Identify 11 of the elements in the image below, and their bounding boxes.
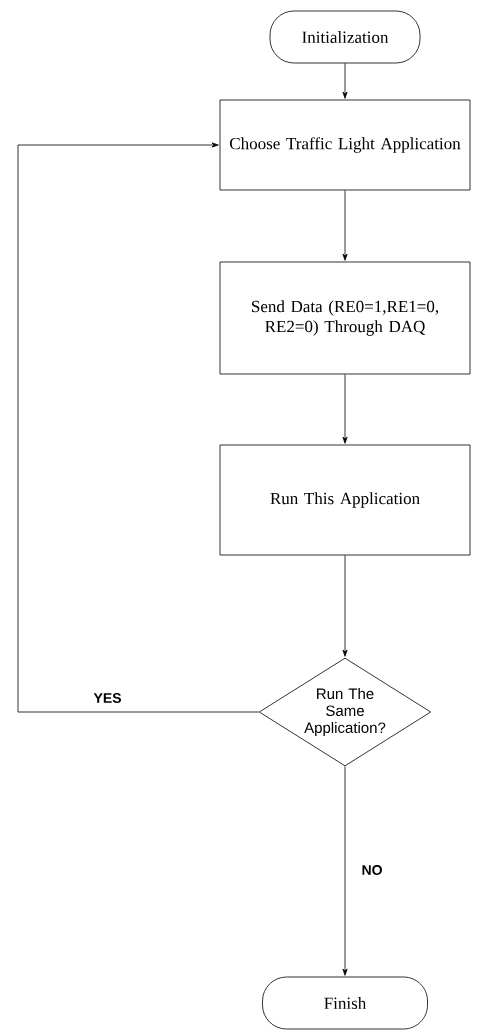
- edge-label: YES: [93, 693, 121, 703]
- arrow: [342, 766, 348, 976]
- process-box: Send Data (RE0=1,RE1=0, RE2=0) Through DAQ: [219, 261, 471, 375]
- arrow: [342, 555, 348, 657]
- arrow: [342, 190, 348, 261]
- edge-label: NO: [362, 865, 382, 875]
- arrow: [17, 142, 260, 713]
- arrow: [342, 374, 348, 444]
- process-box: Choose Traffic Light Application: [219, 99, 471, 191]
- process-box: Run This Application: [219, 444, 471, 556]
- arrow: [342, 63, 348, 99]
